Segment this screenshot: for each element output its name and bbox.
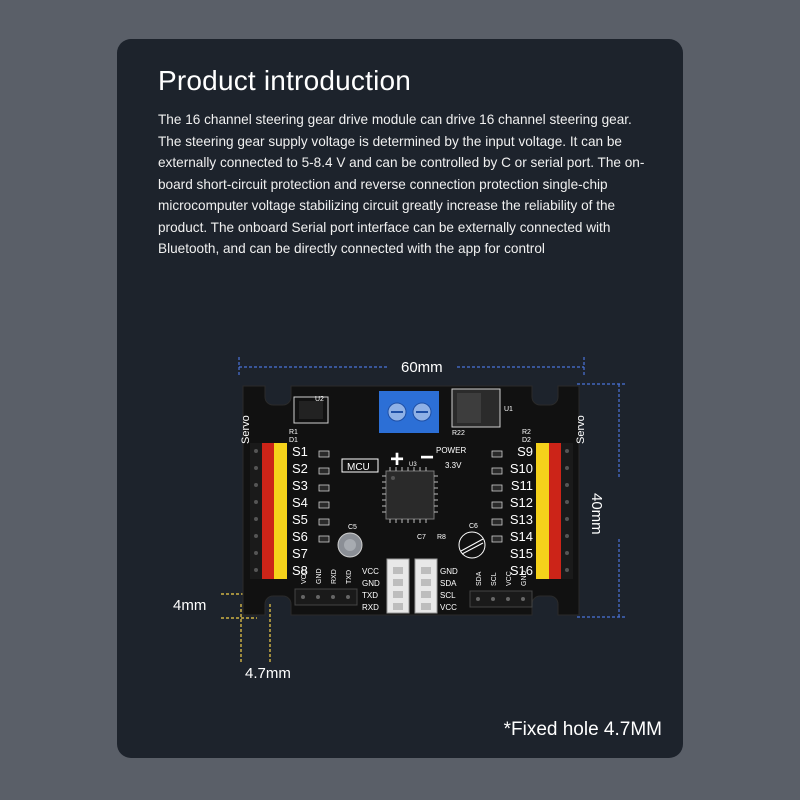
resistor-column-right <box>491 450 503 543</box>
mcu-label-box <box>341 458 379 473</box>
label-r1: R1 <box>289 429 298 436</box>
servo-label-right: Servo <box>575 415 587 444</box>
pin-label: VCC <box>506 571 513 586</box>
pin-label: GND <box>440 567 458 576</box>
channel-label: S15 <box>510 546 533 561</box>
pin-label: SDA <box>476 571 483 586</box>
fixed-hole-note: *Fixed hole 4.7MM <box>503 719 662 740</box>
channel-label: S5 <box>292 512 308 527</box>
pin-label: SCL <box>491 572 498 586</box>
label-u3: U3 <box>409 462 417 468</box>
label-c7: C7 <box>417 534 426 541</box>
regulator-u1 <box>451 388 501 428</box>
label-d2: D2 <box>522 437 531 444</box>
pin-label: TXD <box>362 591 378 600</box>
channel-label: S13 <box>510 512 533 527</box>
pin-label: RXD <box>362 603 379 612</box>
label-c5: C5 <box>348 524 357 531</box>
pin-label: GND <box>362 579 380 588</box>
dimension-width: 60mm <box>401 359 443 376</box>
capacitor-c5 <box>337 532 363 558</box>
i2c-header-labels: SDA SCL VCC GND <box>476 570 528 586</box>
capacitor-c6 <box>458 531 486 559</box>
board-illustration: Servo Servo S1 S2 S3 S4 S5 S6 S7 S8 S9 S… <box>221 357 627 664</box>
servo-header-left <box>250 443 287 579</box>
resistor-column-left <box>318 450 330 543</box>
servo-label-left: Servo <box>240 415 252 444</box>
pin-label: SDA <box>440 579 457 588</box>
mcu-label: MCU <box>347 462 370 473</box>
channel-label: S16 <box>510 563 533 578</box>
product-card: Product introduction The 16 channel stee… <box>117 39 683 758</box>
label-d1: D1 <box>289 437 298 444</box>
channel-label: S1 <box>292 444 308 459</box>
channel-label: S7 <box>292 546 308 561</box>
left-channel-labels: S1 S2 S3 S4 S5 S6 S7 S8 <box>292 444 308 578</box>
serial-header <box>294 588 358 606</box>
regulator-u2 <box>293 396 329 424</box>
voltage-label: 3.3V <box>445 461 462 470</box>
channel-label: S10 <box>510 461 533 476</box>
power-label: POWER <box>436 446 466 455</box>
right-channel-labels: S9 S10 S11 S12 S13 S14 S15 S16 <box>510 444 533 578</box>
product-description: The 16 channel steering gear drive modul… <box>158 112 645 256</box>
label-r2: R2 <box>522 429 531 436</box>
power-terminal <box>379 391 439 433</box>
jst-connector-right <box>414 558 438 614</box>
channel-label: S14 <box>510 529 533 544</box>
channel-label: S11 <box>511 478 533 493</box>
mcu-chip <box>382 467 438 523</box>
channel-label: S3 <box>292 478 308 493</box>
jst-connector-left <box>386 558 410 614</box>
dimension-hole-edge: 4mm <box>173 597 207 614</box>
label-u1: U1 <box>504 406 513 413</box>
pin-label: VCC <box>301 569 308 584</box>
i2c-labels: GND SDA SCL VCC <box>440 567 458 612</box>
serial-labels: VCC GND TXD RXD <box>362 567 380 612</box>
pin-label: GND <box>316 568 323 584</box>
channel-label: S2 <box>292 461 308 476</box>
i2c-header <box>469 590 533 608</box>
channel-label: S12 <box>510 495 533 510</box>
channel-label: S4 <box>292 495 308 510</box>
plus-sign: + <box>390 446 404 473</box>
dimension-hole-diameter: 4.7mm <box>245 665 291 682</box>
minus-sign: − <box>420 444 434 471</box>
pin-label: TXD <box>346 570 353 584</box>
page-title: Product introduction <box>158 65 412 96</box>
channel-label: S8 <box>292 563 308 578</box>
label-c6: C6 <box>469 523 478 530</box>
pin-label: GND <box>521 570 528 586</box>
channel-label: S9 <box>517 444 533 459</box>
channel-label: S6 <box>292 529 308 544</box>
label-r8: R8 <box>437 534 446 541</box>
pin-label: SCL <box>440 591 456 600</box>
serial-header-labels: VCC GND RXD TXD <box>301 568 353 584</box>
pin-label: RXD <box>331 569 338 584</box>
label-u2: U2 <box>315 396 324 403</box>
servo-header-right <box>536 443 573 579</box>
pin-label: VCC <box>440 603 457 612</box>
pin-label: VCC <box>362 567 379 576</box>
dimension-height: 40mm <box>588 493 605 535</box>
label-r22: R22 <box>452 430 465 437</box>
